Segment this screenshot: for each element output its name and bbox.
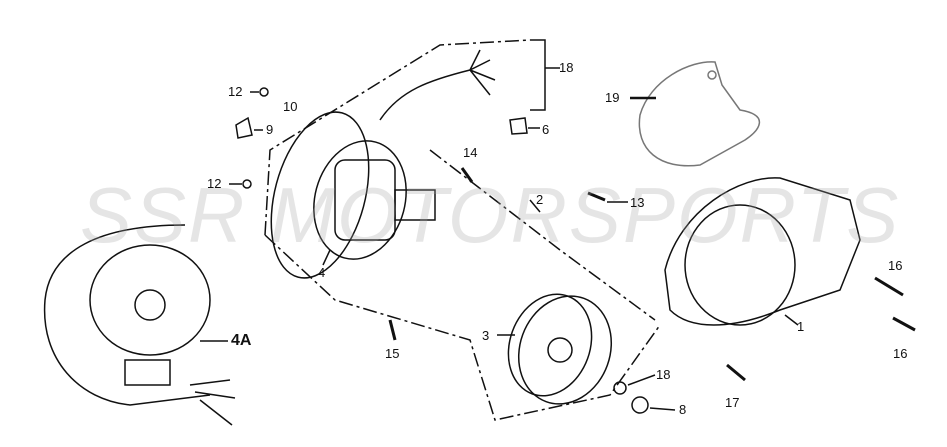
- callout-13: 13: [630, 195, 645, 210]
- assembly-outline: [264, 39, 661, 421]
- callout-19: 19: [605, 90, 620, 105]
- bolt-15: [892, 316, 916, 332]
- callout-3: 3: [482, 328, 490, 343]
- bolt-13: [587, 191, 606, 202]
- watermark: SSR MOTORSPORTS: [80, 171, 901, 259]
- callout-16: 16: [888, 258, 903, 273]
- stator-4: [313, 140, 436, 266]
- bolt-16a: [874, 276, 904, 297]
- nut-6: [509, 117, 528, 135]
- callout-9: 9: [266, 122, 274, 137]
- callout-18: 18: [559, 60, 574, 75]
- callout-14: 14: [463, 145, 478, 160]
- callout-12: 12: [207, 176, 222, 191]
- stator-4A: [43, 224, 236, 426]
- callout-8: 8: [679, 402, 687, 417]
- nut-12b: [242, 179, 252, 189]
- callout-15: 16: [893, 346, 908, 361]
- callout-10: 10: [283, 99, 298, 114]
- nut-8: [631, 396, 649, 414]
- ring-10: [270, 111, 370, 279]
- callout-12: 12: [228, 84, 243, 99]
- callout-6: 6: [542, 122, 550, 137]
- bolt-16b: [726, 363, 746, 382]
- flywheel-3: [497, 293, 613, 405]
- callout-17: 18: [656, 367, 671, 382]
- callout-2: 2: [536, 192, 544, 207]
- washer-17: [613, 381, 627, 395]
- wire-harness-18: [379, 39, 560, 121]
- bolt-14a: [460, 167, 474, 183]
- woodruff-key-9: [235, 116, 253, 139]
- bolt-14b: [388, 319, 397, 341]
- callout-16: 17: [725, 395, 740, 410]
- callout-4: 4: [318, 265, 326, 280]
- callout-1: 1: [797, 319, 805, 334]
- gasket-19: [630, 61, 761, 167]
- side-cover-1: [664, 177, 861, 326]
- callout-4A: 4A: [231, 332, 252, 349]
- callout-14: 15: [385, 346, 400, 361]
- nut-12a: [259, 87, 269, 97]
